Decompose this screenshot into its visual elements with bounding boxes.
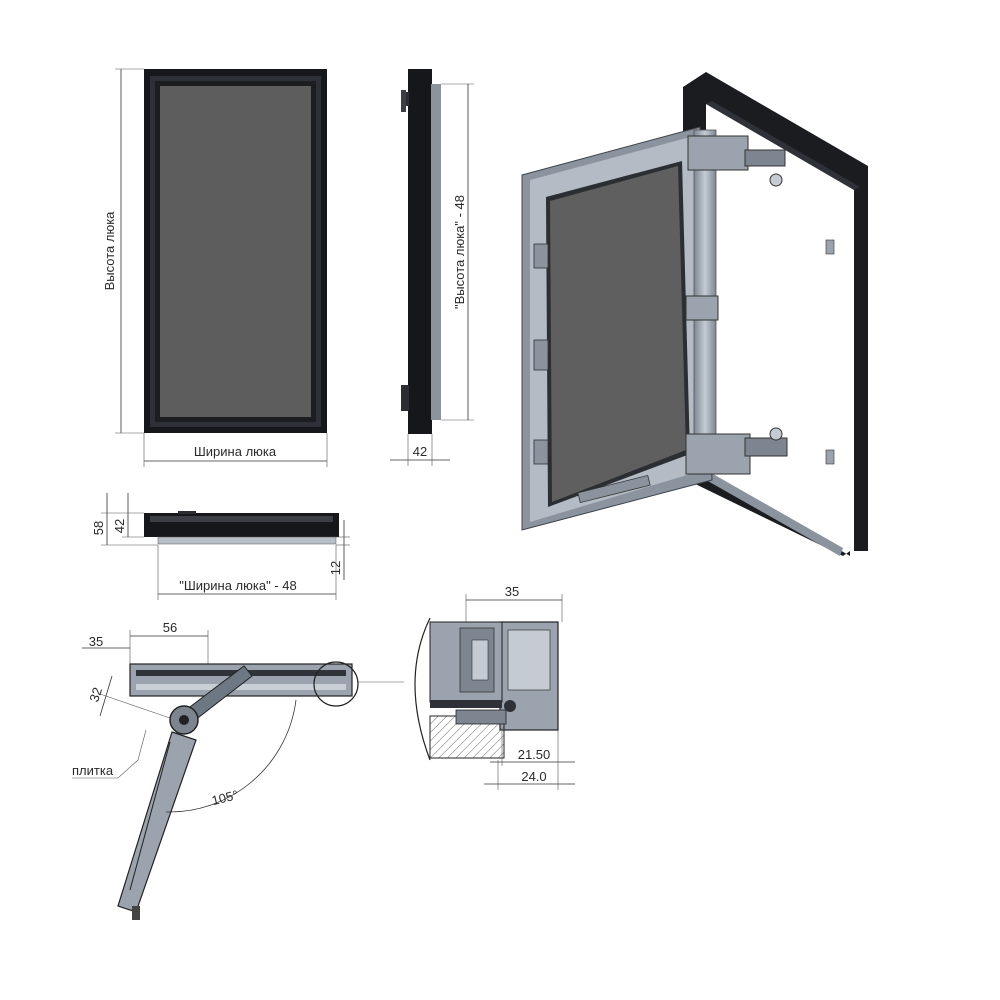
front-height-label: Высота люка bbox=[102, 211, 117, 291]
detail-view: 35 21.50 24.0 bbox=[414, 584, 575, 790]
middle-hinge bbox=[685, 295, 719, 321]
front-view: Высота люка Ширина люка bbox=[102, 68, 328, 467]
top-hinge bbox=[687, 135, 786, 187]
side-view: "Высота люка" - 48 42 bbox=[390, 69, 474, 466]
detail-35-label: 35 bbox=[505, 584, 519, 599]
angle-label: 105° bbox=[210, 787, 240, 808]
tile-label: плитка bbox=[72, 763, 114, 778]
section-35-label: 35 bbox=[89, 634, 103, 649]
side-depth-label: 42 bbox=[413, 444, 427, 459]
bottom-12-label: 12 bbox=[328, 561, 343, 575]
side-height-label: "Высота люка" - 48 bbox=[452, 195, 467, 309]
section-56-label: 56 bbox=[163, 620, 177, 635]
bottom-58-label: 58 bbox=[91, 521, 106, 535]
detail-240-label: 24.0 bbox=[521, 769, 546, 784]
bottom-hinge bbox=[685, 427, 788, 475]
section-32-label: 32 bbox=[86, 685, 105, 703]
bottom-view: 58 42 12 "Ширина люка" - 48 bbox=[91, 493, 350, 600]
perspective-view bbox=[521, 72, 868, 556]
bottom-width-label: "Ширина люка" - 48 bbox=[179, 578, 296, 593]
detail-2150-label: 21.50 bbox=[518, 747, 551, 762]
bottom-42-label: 42 bbox=[112, 519, 127, 533]
front-width-label: Ширина люка bbox=[194, 444, 277, 459]
section-view: 35 56 плитка 32 105° bbox=[72, 620, 404, 920]
